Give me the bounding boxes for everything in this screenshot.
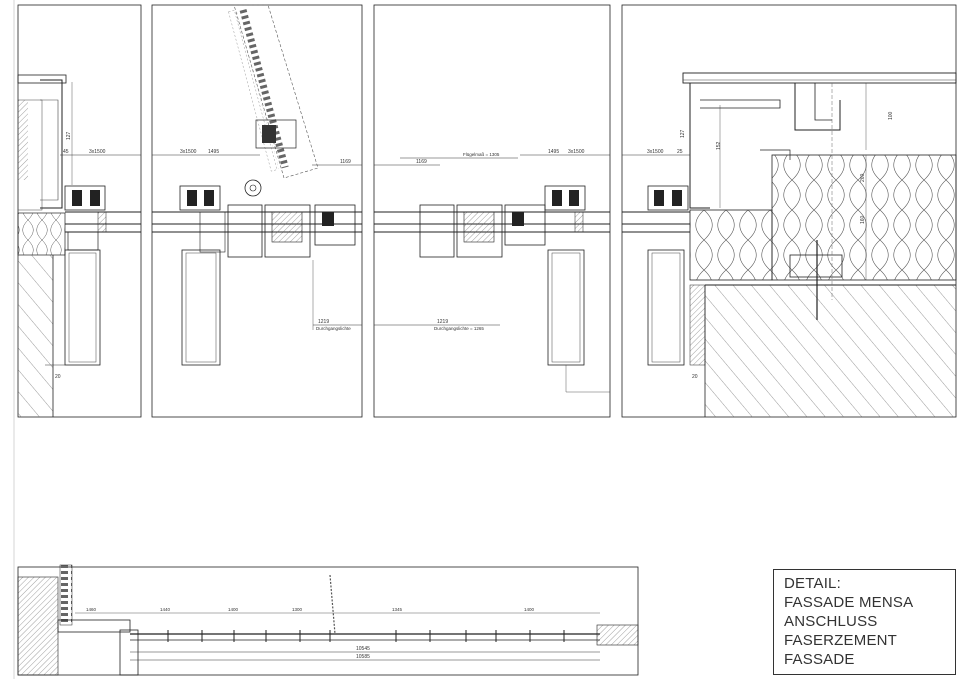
dim-3x1500-p4: 3x1500 — [647, 149, 664, 155]
dim-1495-p3: 1495 — [548, 149, 559, 155]
dim-127-p4: 127 — [680, 129, 686, 138]
dim-durchgang-p3: Durchgangslichte = 1265 — [434, 326, 484, 331]
dim-1219-p3: 1219 — [437, 319, 448, 325]
dim-1345-strip: 1345 — [392, 607, 403, 612]
dim-20-p4: 20 — [692, 374, 698, 380]
dim-1400-strip: 1400 — [228, 607, 239, 612]
dim-1495-p2: 1495 — [208, 149, 219, 155]
dim-152-p4: 152 — [716, 141, 722, 150]
dim-1300-strip: 1300 — [292, 607, 303, 612]
detail-panel-1: 127 45 3x1500 20 — [17, 4, 142, 418]
dim-10585-strip: 10585 — [356, 654, 370, 660]
title-line-detail: DETAIL: — [784, 575, 841, 592]
dim-1169-p3: 1169 — [416, 159, 427, 165]
dim-3x1500-p3: 3x1500 — [568, 149, 585, 155]
dim-100-p4: 100 — [888, 111, 894, 120]
dim-260-p4: 260 — [860, 173, 866, 182]
dim-1169-p2: 1169 — [340, 159, 351, 165]
dim-1219-p2: 1219 — [318, 319, 329, 325]
overview-section-strip: 1460 1440 1400 1300 1345 1400 10545 1058… — [17, 564, 639, 676]
title-line-anschluss: ANSCHLUSS — [784, 613, 878, 630]
dim-durchgang-p2: Durchgangslichte — [316, 326, 351, 331]
dim-10545-strip: 10545 — [356, 646, 370, 652]
detail-panel-2: 3x1500 1495 1169 1219 Durchgangslichte — [151, 4, 363, 418]
dim-127-p1: 127 — [66, 131, 72, 140]
dim-25-p4: 25 — [677, 149, 683, 155]
title-line-fassade-mensa: FASSADE MENSA — [784, 594, 914, 611]
dim-fluegel-p3: Flügelmaß = 1305 — [463, 152, 500, 157]
dim-1400b-strip: 1400 — [524, 607, 535, 612]
dim-1460-strip: 1460 — [86, 607, 97, 612]
dim-20-p1: 20 — [55, 374, 61, 380]
dim-45-p1: 45 — [63, 149, 69, 155]
title-block: DETAIL: FASSADE MENSA ANSCHLUSS FASERZEM… — [773, 569, 956, 675]
detail-panel-3: 1169 Flügelmaß = 1305 1495 3x1500 1219 D… — [373, 4, 611, 418]
dim-3x1500-p1: 3x1500 — [89, 149, 106, 155]
dim-1440-strip: 1440 — [160, 607, 171, 612]
title-line-faserzement: FASERZEMENT — [784, 632, 898, 649]
detail-panel-4: 3x1500 25 127 152 100 260 160 20 — [621, 4, 957, 418]
dim-160-p4: 160 — [860, 215, 866, 224]
dim-3x1500-p2: 3x1500 — [180, 149, 197, 155]
title-line-fassade: FASSADE — [784, 651, 855, 668]
